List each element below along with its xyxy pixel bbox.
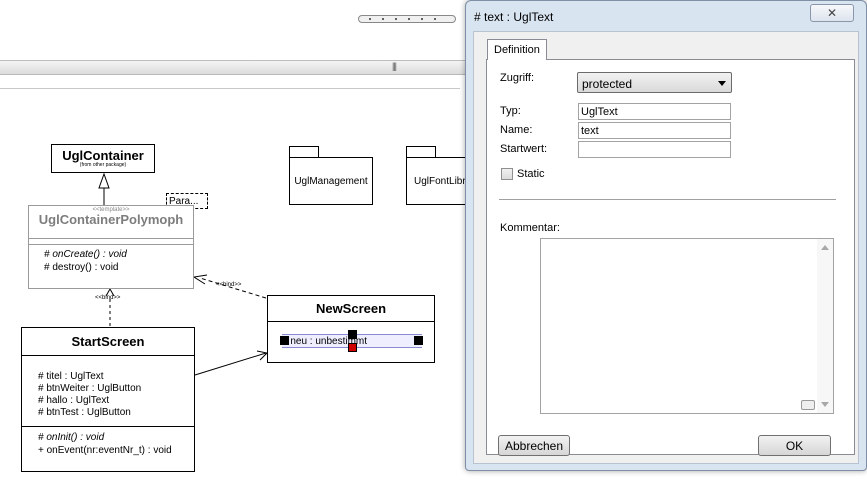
class-name: UglContainerPolymoph <box>38 212 184 227</box>
dialog-separator <box>499 199 836 200</box>
attribute-hallo: # hallo : UglText <box>38 395 110 406</box>
kommentar-textarea[interactable] <box>540 238 834 414</box>
uml-connectors <box>98 172 269 376</box>
resize-grip-icon[interactable] <box>801 400 815 410</box>
zugriff-value: protected <box>582 77 633 91</box>
dialog-title: # text : UglText <box>474 10 554 24</box>
resize-handle[interactable] <box>348 330 357 339</box>
class-ugl-container-polymoph[interactable]: <<template>> UglContainerPolymoph # onCr… <box>28 205 194 289</box>
scroll-up-icon[interactable] <box>821 245 829 250</box>
name-field[interactable]: text <box>578 122 731 139</box>
class-divider <box>268 321 434 322</box>
package-label: UglManagement <box>294 175 368 187</box>
class-divider <box>29 244 193 245</box>
class-stereotype: <<template>> <box>92 207 130 213</box>
scroll-down-icon[interactable] <box>821 402 829 407</box>
startwert-field[interactable] <box>578 141 731 158</box>
bind-label: <<bind>> <box>95 295 121 301</box>
typ-field[interactable]: UglText <box>578 103 731 120</box>
class-divider <box>22 355 194 356</box>
attribute-btntest: # btnTest : UglButton <box>38 407 131 418</box>
package-label: UglFontLibr <box>414 175 466 187</box>
resize-handle-active[interactable] <box>348 343 357 352</box>
class-divider <box>29 238 193 239</box>
zugriff-label: Zugriff: <box>500 72 535 84</box>
method-destroy: # destroy() : void <box>44 262 119 273</box>
ok-button[interactable]: OK <box>758 435 831 456</box>
package-tab <box>289 146 319 158</box>
class-name: StartScreen <box>71 334 145 349</box>
class-name: NewScreen <box>315 301 387 316</box>
method-oncreate: # onCreate() : void <box>44 249 127 260</box>
close-icon: ✕ <box>826 6 838 20</box>
name-label: Name: <box>500 124 533 136</box>
template-param-label: Para... <box>169 196 199 207</box>
method-onevent: + onEvent(nr:eventNr_t) : void <box>38 445 172 456</box>
resize-handle[interactable] <box>414 336 423 345</box>
cancel-button[interactable]: Abbrechen <box>498 435 570 456</box>
kommentar-scrollbar[interactable] <box>817 239 833 413</box>
editor-divider <box>0 60 867 61</box>
static-checkbox[interactable] <box>501 168 513 180</box>
class-start-screen[interactable]: StartScreen # titel : UglText # btnWeite… <box>21 327 195 472</box>
attribute-btnweiter: # btnWeiter : UglButton <box>38 383 142 394</box>
attribute-titel: # titel : UglText <box>38 371 104 382</box>
zoom-slider[interactable] <box>358 15 456 23</box>
class-new-screen[interactable]: NewScreen # neu : unbestimmt <box>267 295 435 363</box>
zugriff-select[interactable]: protected <box>577 72 732 93</box>
class-name: UglContainer <box>62 148 144 163</box>
package-ugl-management[interactable]: UglManagement <box>289 157 373 205</box>
class-divider <box>22 426 194 427</box>
class-stereotype: (from other package) <box>79 162 127 168</box>
tab-definition[interactable]: Definition <box>487 39 547 60</box>
method-oninit: # onInit() : void <box>38 432 105 443</box>
kommentar-label: Kommentar: <box>500 222 560 234</box>
startwert-label: Startwert: <box>500 143 548 155</box>
chevron-down-icon <box>718 81 726 86</box>
typ-label: Typ: <box>500 105 521 117</box>
package-ugl-font-library[interactable]: UglFontLibr <box>406 157 468 205</box>
toolbar-grip[interactable]: ||| <box>392 61 397 71</box>
resize-handle[interactable] <box>280 336 289 345</box>
bind-label: <<bind>> <box>216 282 242 288</box>
package-tab <box>406 146 436 158</box>
static-label: Static <box>517 168 545 180</box>
class-ugl-container[interactable]: UglContainer (from other package) <box>51 144 155 173</box>
attribute-neu: # neu : unbestimmt <box>282 336 368 347</box>
editor-ruler-line <box>0 88 460 89</box>
close-button[interactable]: ✕ <box>810 4 854 22</box>
